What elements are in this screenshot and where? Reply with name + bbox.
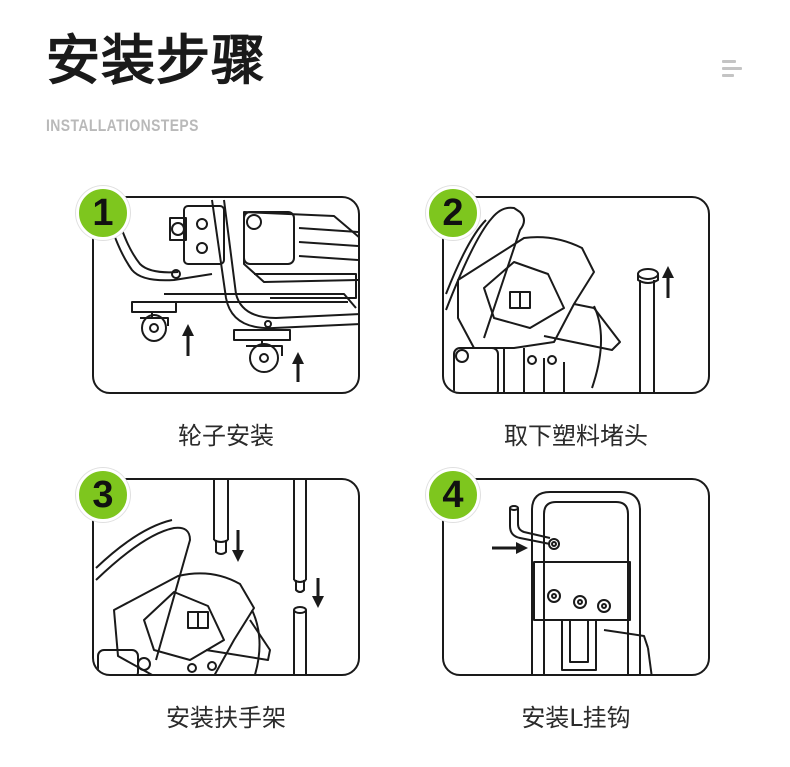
step-4-caption: 安装L挂钩 [521, 704, 631, 732]
step-1-badge: 1 [76, 186, 130, 240]
step-3-illustration [92, 478, 360, 676]
step-2-illustration [442, 196, 710, 394]
page-title: 安装步骤 [46, 29, 266, 92]
menu-line [722, 67, 742, 70]
step-2-badge: 2 [426, 186, 480, 240]
step-1-caption: 轮子安装 [178, 422, 274, 450]
menu-line [722, 60, 736, 63]
remove-plug-drawing [445, 206, 674, 392]
install-handle-drawing [95, 480, 324, 674]
step-3-caption: 安装扶手架 [166, 704, 286, 732]
page-subtitle: INSTALLATIONSTEPS [46, 116, 199, 135]
install-hook-drawing [492, 491, 653, 674]
wheel-install-drawing [103, 199, 358, 382]
step-3-badge: 3 [76, 468, 130, 522]
step-2-caption: 取下塑料堵头 [504, 422, 648, 450]
step-4-badge: 4 [426, 468, 480, 522]
menu-icon[interactable] [722, 60, 742, 78]
step-4-illustration [442, 478, 710, 676]
menu-line [722, 74, 734, 77]
step-1-illustration [92, 196, 360, 394]
